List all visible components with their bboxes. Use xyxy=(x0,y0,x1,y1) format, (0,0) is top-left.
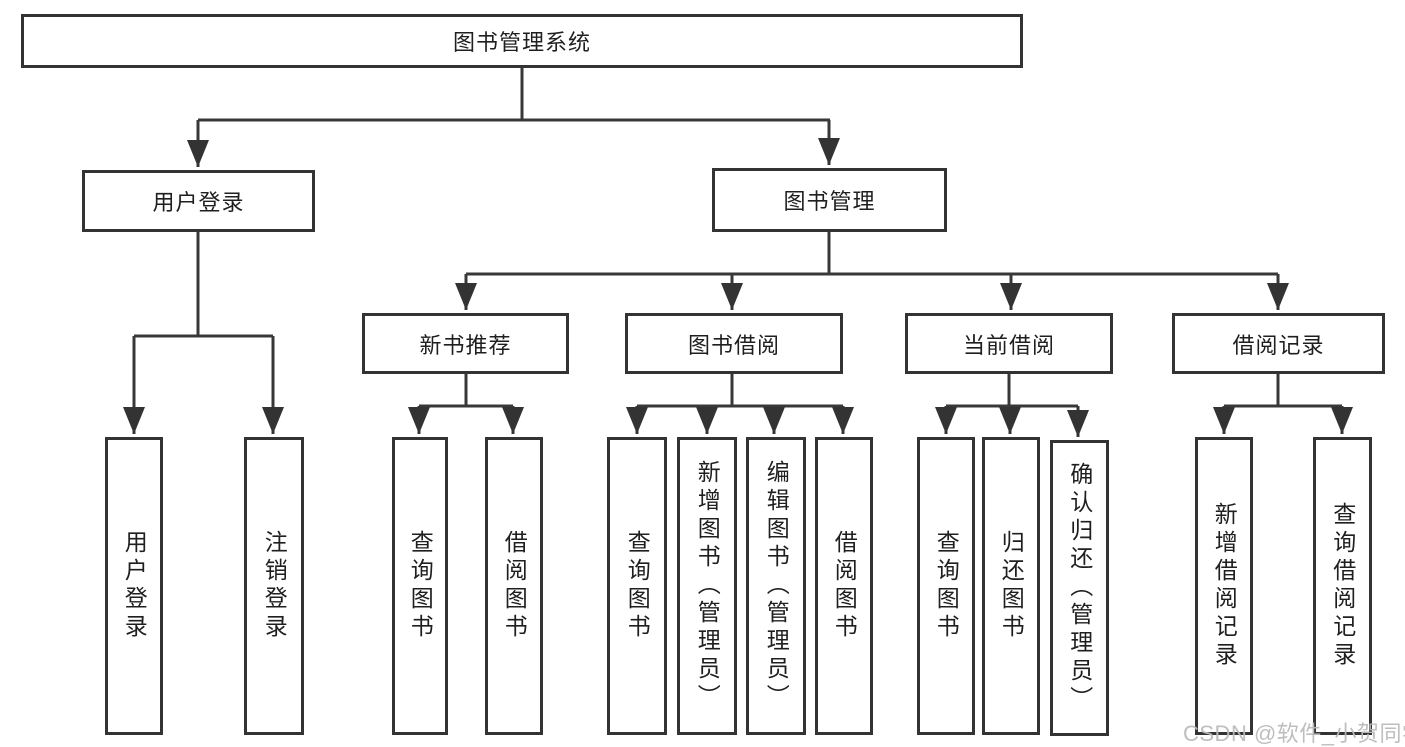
leaf-current-confirm-return-admin: 确认归还（管理员） xyxy=(1050,440,1109,736)
leaf-borrowing-borrow-books: 借阅图书 xyxy=(815,437,873,735)
leaf-recommend-query-books-label: 查询图书 xyxy=(407,530,434,642)
leaf-current-query-books-label: 查询图书 xyxy=(933,530,960,642)
leaf-borrowing-edit-books-admin: 编辑图书（管理员） xyxy=(746,437,806,735)
leaf-user-login: 用户登录 xyxy=(105,437,163,735)
leaf-borrowing-borrow-books-label: 借阅图书 xyxy=(831,530,858,642)
leaf-current-return-books-label: 归还图书 xyxy=(998,530,1025,642)
leaf-records-add-record: 新增借阅记录 xyxy=(1195,437,1253,735)
csdn-watermark: CSDN @软件_小贺同学 xyxy=(1183,721,1405,746)
leaf-recommend-borrow-books-label: 借阅图书 xyxy=(501,530,528,642)
node-library-system: 图书管理系统 xyxy=(21,14,1023,68)
leaf-user-login-label: 用户登录 xyxy=(121,530,148,642)
leaf-borrowing-add-books-admin: 新增图书（管理员） xyxy=(677,437,737,735)
node-book-borrowing: 图书借阅 xyxy=(625,313,843,374)
leaf-recommend-borrow-books: 借阅图书 xyxy=(485,437,543,735)
leaf-recommend-query-books: 查询图书 xyxy=(392,437,448,735)
leaf-borrowing-add-books-admin-label: 新增图书（管理员） xyxy=(694,460,721,712)
leaf-current-return-books: 归还图书 xyxy=(982,437,1040,735)
node-user-login-branch: 用户登录 xyxy=(82,170,315,232)
leaf-borrowing-edit-books-admin-label: 编辑图书（管理员） xyxy=(763,460,790,712)
leaf-borrowing-query-books: 查询图书 xyxy=(607,437,667,735)
node-book-management-branch: 图书管理 xyxy=(712,168,947,232)
leaf-borrowing-query-books-label: 查询图书 xyxy=(624,530,651,642)
leaf-records-query-record-label: 查询借阅记录 xyxy=(1329,502,1356,670)
node-current-borrowing: 当前借阅 xyxy=(905,313,1113,374)
leaf-current-confirm-return-admin-label: 确认归还（管理员） xyxy=(1066,462,1093,714)
leaf-logout: 注销登录 xyxy=(244,437,304,735)
leaf-records-add-record-label: 新增借阅记录 xyxy=(1211,502,1238,670)
node-new-book-recommend: 新书推荐 xyxy=(362,313,569,374)
node-borrowing-records: 借阅记录 xyxy=(1172,313,1385,374)
leaf-records-query-record: 查询借阅记录 xyxy=(1313,437,1372,735)
leaf-logout-label: 注销登录 xyxy=(261,530,288,642)
leaf-current-query-books: 查询图书 xyxy=(917,437,975,735)
